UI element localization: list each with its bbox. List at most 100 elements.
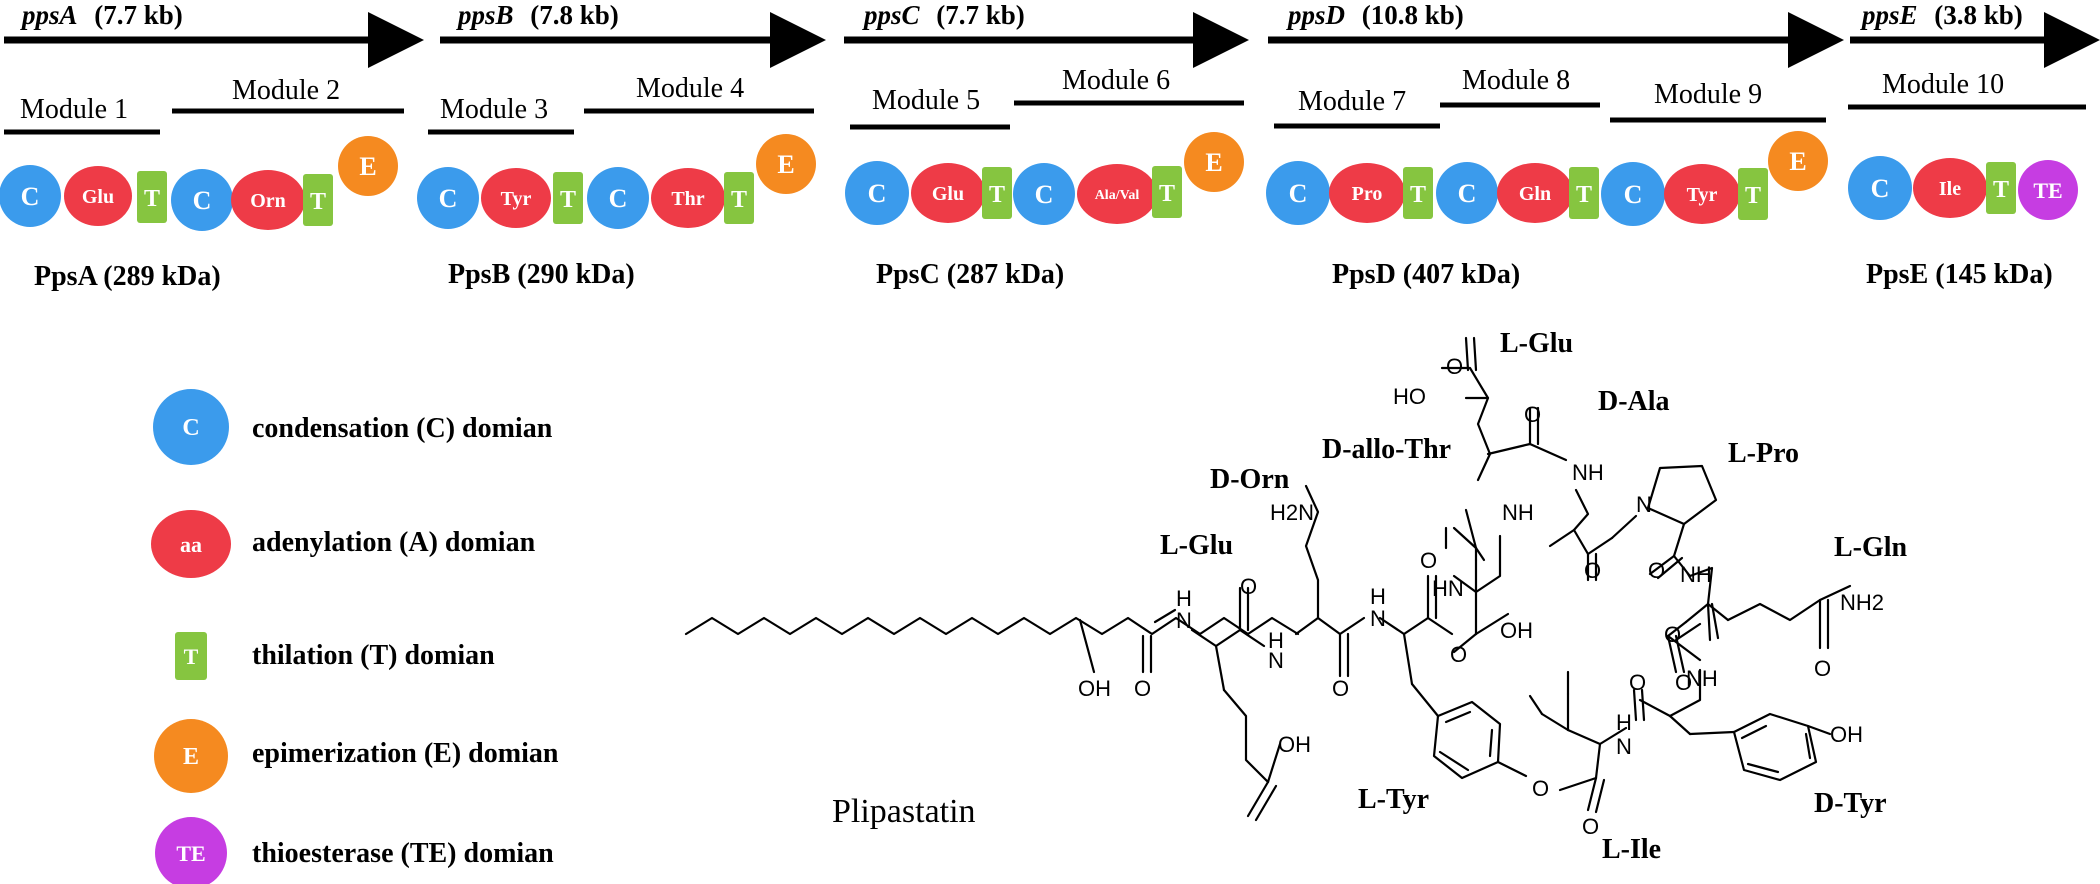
- atom-label: O: [1648, 558, 1665, 583]
- domain-a: Orn: [231, 170, 305, 230]
- domain-c: C: [1601, 162, 1665, 226]
- svg-text:E: E: [777, 150, 794, 179]
- residue-label: L-Tyr: [1358, 784, 1429, 815]
- domain-track: C Glu T C Orn T E C Tyr T C Thr T E C Gl…: [0, 131, 2078, 231]
- atom-label: O: [1664, 622, 1681, 647]
- svg-text:TE: TE: [176, 841, 205, 866]
- module-label: Module 9: [1654, 79, 1762, 110]
- domain-c: C: [417, 167, 479, 229]
- legend-label: adenylation (A) domian: [252, 527, 536, 558]
- legend-item-thioesterase: TE thioesterase (TE) domian: [155, 817, 554, 884]
- protein-label: PpsD (407 kDa): [1332, 259, 1520, 290]
- atom-label: N: [1370, 606, 1386, 631]
- module-label: Module 10: [1882, 69, 2004, 100]
- atom-label: NH: [1680, 562, 1712, 587]
- domain-a: Gln: [1497, 163, 1573, 223]
- legend-swatch: E: [154, 719, 228, 793]
- domain-c: C: [845, 161, 909, 225]
- svg-text:C: C: [609, 184, 628, 213]
- domain-e: E: [1768, 131, 1828, 191]
- protein-labels: PpsA (289 kDa) PpsB (290 kDa) PpsC (287 …: [34, 259, 2053, 292]
- molecule-name: Plipastatin: [832, 793, 976, 830]
- atom-label: O: [1582, 814, 1599, 839]
- svg-text:E: E: [183, 744, 199, 770]
- svg-text:E: E: [1205, 148, 1222, 177]
- atom-label: HN: [1432, 576, 1464, 601]
- atom-label: O: [1532, 776, 1549, 801]
- atom-label: OH: [1830, 722, 1863, 747]
- svg-text:aa: aa: [180, 532, 202, 557]
- domain-a: Ala/Val: [1077, 164, 1157, 224]
- domain-t: T: [1569, 167, 1599, 219]
- domain-c: C: [587, 167, 649, 229]
- atom-label: O: [1675, 670, 1692, 695]
- domain-a: Tyr: [481, 168, 551, 228]
- svg-text:Thr: Thr: [671, 188, 704, 210]
- atom-label: H2N: [1270, 500, 1314, 525]
- gene-name: ppsE: [1860, 0, 1918, 30]
- svg-text:C: C: [1871, 174, 1890, 203]
- domain-c: C: [0, 165, 61, 227]
- module-label: Module 2: [232, 75, 340, 106]
- atom-label: O: [1584, 558, 1601, 583]
- gene-ppsB: ppsB (7.8 kb): [440, 0, 826, 68]
- svg-text:ppsA (7.7 kb): ppsA (7.7 kb): [20, 0, 183, 30]
- gene-size: (10.8 kb): [1362, 0, 1464, 30]
- svg-text:T: T: [731, 187, 747, 213]
- svg-text:Pro: Pro: [1352, 183, 1383, 205]
- domain-t: T: [1738, 168, 1768, 220]
- atom-label: O: [1420, 548, 1437, 573]
- domain-t: T: [1986, 162, 2016, 214]
- residue-label: D-Ala: [1598, 386, 1670, 417]
- molecule-bonds: [684, 336, 1852, 822]
- legend-swatch: C: [153, 389, 229, 465]
- svg-text:ppsB (7.8 kb): ppsB (7.8 kb): [456, 0, 619, 30]
- domain-c: C: [1013, 163, 1075, 225]
- svg-text:T: T: [1745, 183, 1761, 209]
- domain-t: T: [553, 172, 583, 224]
- svg-text:Ala/Val: Ala/Val: [1095, 188, 1140, 203]
- modules: Module 1 Module 2 Module 3 Module 4 Modu…: [4, 65, 2086, 135]
- svg-text:C: C: [1624, 180, 1643, 209]
- svg-text:ppsC (7.7 kb): ppsC (7.7 kb): [862, 0, 1025, 30]
- protein-label: PpsE (145 kDa): [1866, 259, 2053, 290]
- legend-item-adenylation: aa adenylation (A) domian: [151, 510, 536, 578]
- gene-name: ppsD: [1286, 0, 1345, 30]
- svg-text:T: T: [1410, 182, 1426, 208]
- atom-label: H: [1616, 710, 1632, 735]
- svg-text:Ile: Ile: [1939, 178, 1961, 200]
- atom-label: O: [1524, 402, 1541, 427]
- residue-label: D-Tyr: [1814, 788, 1887, 819]
- svg-text:T: T: [1993, 177, 2009, 203]
- protein-label: PpsB (290 kDa): [448, 259, 635, 290]
- atom-label: O: [1332, 676, 1349, 701]
- legend-swatch: aa: [151, 510, 231, 578]
- atom-label: OH: [1078, 676, 1111, 701]
- svg-text:Glu: Glu: [82, 186, 114, 208]
- atom-label: N: [1636, 492, 1652, 517]
- atom-label: N: [1616, 734, 1632, 759]
- legend-label: epimerization (E) domian: [252, 738, 559, 769]
- svg-text:T: T: [184, 644, 199, 669]
- atom-label: O: [1629, 670, 1646, 695]
- domain-a: Glu: [911, 163, 985, 223]
- residue-label: L-Ile: [1602, 834, 1661, 865]
- legend-item-epimerization: E epimerization (E) domian: [154, 719, 559, 793]
- atom-label: O: [1446, 354, 1463, 379]
- module-label: Module 5: [872, 85, 980, 116]
- residue-label: L-Gln: [1834, 532, 1908, 563]
- atom-label: NH: [1572, 460, 1604, 485]
- svg-text:ppsE (3.8 kb): ppsE (3.8 kb): [1860, 0, 2023, 30]
- svg-text:T: T: [560, 187, 576, 213]
- svg-text:T: T: [989, 182, 1005, 208]
- atom-label: OH: [1500, 618, 1533, 643]
- protein-label: PpsA (289 kDa): [34, 261, 221, 292]
- svg-text:C: C: [439, 184, 458, 213]
- module-label: Module 3: [440, 94, 548, 125]
- svg-text:T: T: [1159, 181, 1175, 207]
- legend-swatch: TE: [155, 817, 227, 884]
- svg-text:Tyr: Tyr: [501, 188, 532, 210]
- atom-label: HO: [1393, 384, 1426, 409]
- legend-label: condensation (C) domian: [252, 413, 553, 444]
- gene-name: ppsA: [20, 0, 78, 30]
